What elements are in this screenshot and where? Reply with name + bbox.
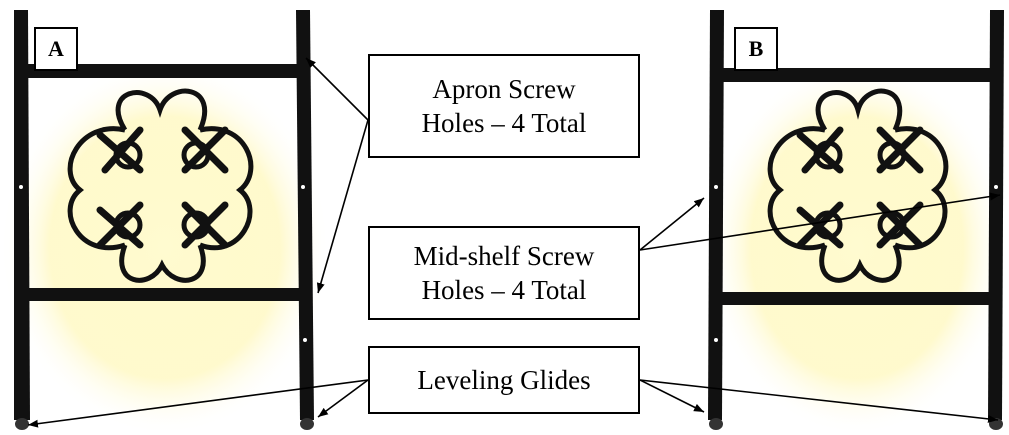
glides-arrow-b-right — [639, 379, 999, 423]
frame-a-left-leg — [14, 10, 30, 420]
frame-b-right-leg — [988, 10, 1004, 420]
frame-a-apron-bar — [22, 64, 306, 78]
apron-arrow-bottom — [316, 119, 369, 294]
apron-callout-line1: Apron Screw — [432, 74, 576, 104]
frame-a — [0, 10, 330, 435]
frame-b-apron-bar — [716, 68, 996, 82]
frame-b-glow — [705, 60, 1009, 435]
frame-a-screw-hole — [301, 185, 305, 189]
glides-arrow-a-left — [27, 379, 369, 428]
frame-a-shelf-bar — [22, 288, 308, 301]
frame-b-left-leg — [708, 10, 724, 420]
frame-b-shelf-bar — [716, 292, 996, 305]
glides-arrow-a-right — [317, 379, 369, 418]
glides-arrow-b-left — [639, 379, 705, 413]
frame-a-right-leg — [296, 10, 314, 420]
frame-b-screw-hole — [714, 185, 718, 189]
frame-a-glow — [0, 60, 330, 435]
apron-screw-holes-callout: Apron Screw Holes – 4 Total — [368, 54, 640, 158]
midshelf-arrow-left — [639, 197, 705, 251]
glides-callout-line1: Leveling Glides — [417, 365, 591, 395]
frame-b-screw-hole — [714, 338, 718, 342]
midshelf-callout-line2: Holes – 4 Total — [421, 275, 587, 305]
apron-arrow-top — [305, 57, 369, 121]
frame-a-screw-hole — [303, 338, 307, 342]
panel-a-label: A — [34, 27, 78, 71]
leveling-glides-callout: Leveling Glides — [368, 346, 640, 414]
frame-a-right-glide — [300, 418, 314, 430]
frame-a-left-glide — [15, 418, 29, 430]
callout-arrows — [27, 57, 1001, 428]
midshelf-screw-holes-callout: Mid-shelf Screw Holes – 4 Total — [368, 226, 640, 320]
frame-b-left-glide — [709, 418, 723, 430]
frame-b — [705, 10, 1009, 435]
apron-callout-line2: Holes – 4 Total — [421, 108, 587, 138]
frame-a-scroll-ties — [96, 126, 229, 249]
frame-b-screw-hole — [994, 185, 998, 189]
frame-a-screw-hole — [19, 185, 23, 189]
midshelf-callout-line1: Mid-shelf Screw — [413, 241, 595, 271]
midshelf-arrow-right — [639, 192, 1001, 251]
panel-b-label: B — [734, 27, 778, 71]
